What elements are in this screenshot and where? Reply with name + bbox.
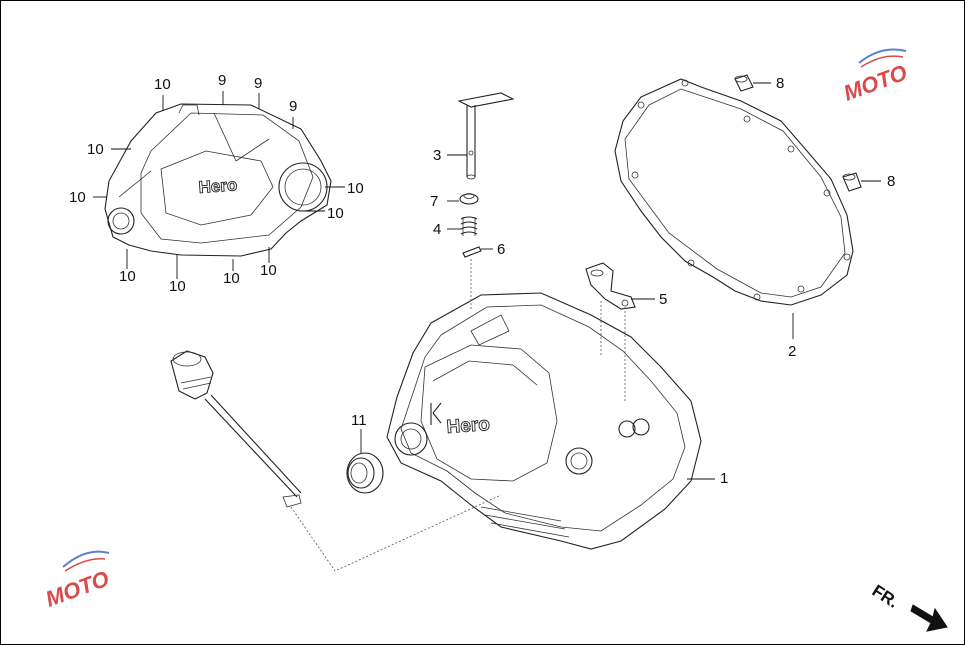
callout-part-7: 7 bbox=[430, 193, 439, 210]
shift-shaft bbox=[457, 92, 515, 180]
bracket bbox=[585, 262, 636, 310]
callout-part-11: 11 bbox=[351, 412, 367, 429]
svg-text:MOTO: MOTO bbox=[42, 566, 112, 612]
front-direction-arrow bbox=[910, 604, 948, 632]
crankcase-cover-main: Hero bbox=[386, 292, 702, 550]
callout-part-2: 2 bbox=[788, 343, 797, 360]
callout-part-5: 5 bbox=[659, 291, 668, 308]
callout-part-9-middle: 9 bbox=[254, 75, 263, 92]
callout-part-10-left-upper: 10 bbox=[87, 141, 104, 158]
spring bbox=[460, 216, 478, 236]
hero-logo-small: Hero bbox=[198, 175, 238, 197]
callout-part-8-lower: 8 bbox=[887, 173, 896, 190]
clutch-cover-outer: Hero bbox=[104, 103, 332, 257]
callout-part-4: 4 bbox=[433, 221, 442, 238]
assembly-lines bbox=[290, 259, 626, 572]
callout-part-3: 3 bbox=[433, 147, 442, 164]
callout-part-6: 6 bbox=[497, 241, 506, 258]
gasket bbox=[614, 78, 854, 306]
leader-lines bbox=[93, 82, 881, 480]
callout-part-10-bottom-2: 10 bbox=[169, 278, 186, 295]
oil-dipstick bbox=[170, 350, 302, 508]
callout-part-9-right: 9 bbox=[289, 98, 298, 115]
callout-part-10-bottom-1: 10 bbox=[119, 268, 136, 285]
callout-part-9-left: 9 bbox=[218, 72, 227, 89]
callout-part-10-bottom-4: 10 bbox=[260, 262, 277, 279]
callout-part-10-top: 10 bbox=[154, 76, 171, 93]
dowel-pin-2 bbox=[842, 172, 862, 192]
callout-part-10-left-lower: 10 bbox=[69, 189, 86, 206]
callout-part-10-right-lower: 10 bbox=[327, 205, 344, 222]
watermark-top-right: MOTO bbox=[840, 48, 910, 106]
callout-part-1: 1 bbox=[720, 470, 729, 487]
oil-seal bbox=[346, 452, 384, 494]
washer bbox=[459, 193, 479, 205]
hero-logo-main: Hero bbox=[446, 414, 491, 438]
pin bbox=[462, 246, 482, 258]
callout-part-8-upper: 8 bbox=[776, 75, 785, 92]
svg-text:MOTO: MOTO bbox=[840, 60, 910, 106]
watermark-bottom-left: MOTO bbox=[42, 550, 112, 612]
dowel-pin-1 bbox=[734, 74, 754, 92]
callout-part-10-right-upper: 10 bbox=[347, 180, 364, 197]
callout-part-10-bottom-3: 10 bbox=[223, 270, 240, 287]
